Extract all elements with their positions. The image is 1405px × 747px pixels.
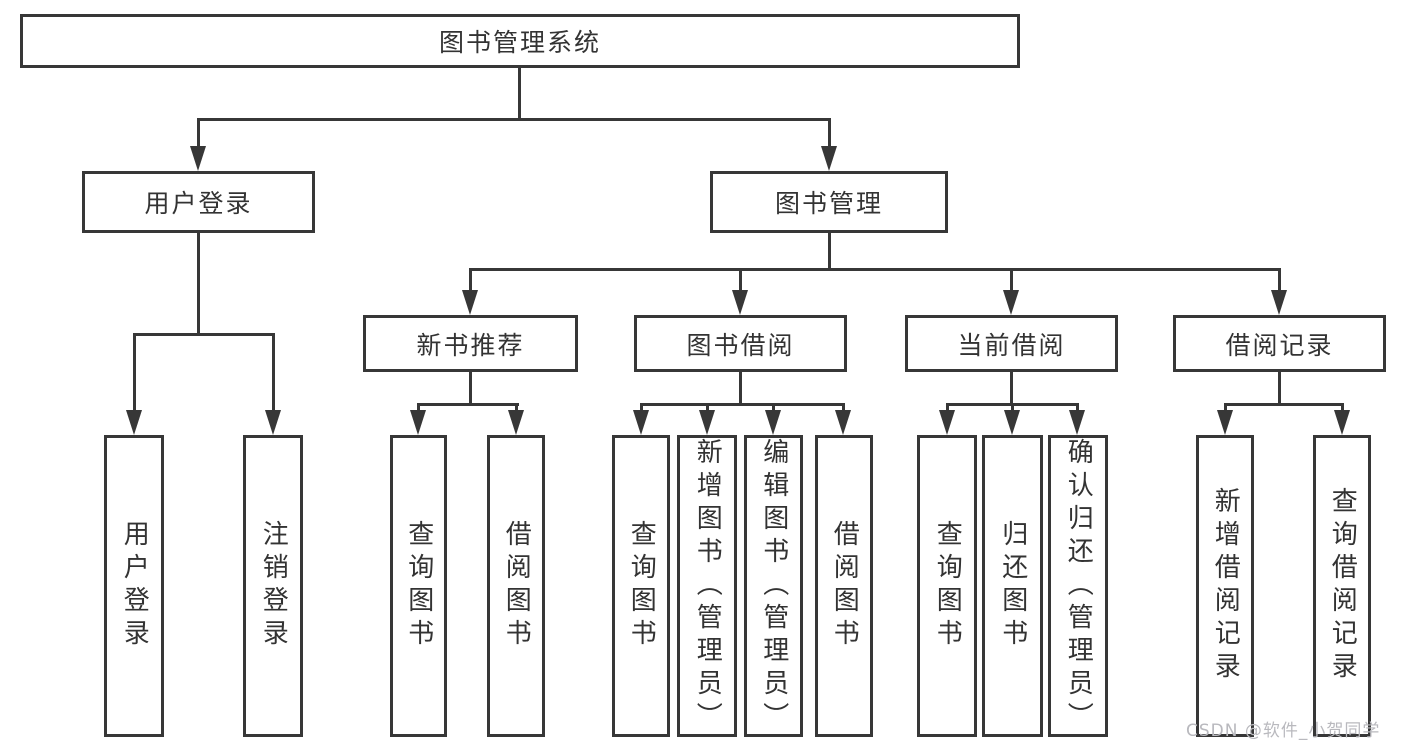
node-label: 查询图书	[626, 520, 657, 652]
leaf-borrow-books-borrowing: 借阅图书	[815, 435, 873, 737]
arrow-down-icon	[126, 410, 142, 435]
arrow-down-icon	[1334, 410, 1350, 435]
node-label: 查询图书	[932, 520, 963, 652]
arrow-down-icon	[765, 410, 781, 435]
connector-line	[515, 406, 518, 412]
node-current-borrowing: 当前借阅	[905, 315, 1118, 372]
connector-line	[739, 372, 742, 406]
csdn-watermark: CSDN @软件_小贺同学	[1186, 721, 1381, 741]
leaf-add-books-admin: 新增图书（管理员）	[677, 435, 737, 737]
connector-line	[842, 406, 845, 412]
node-book-borrowing: 图书借阅	[634, 315, 847, 372]
connector-line	[1011, 406, 1014, 412]
leaf-logout: 注销登录	[243, 435, 303, 737]
connector-line	[197, 121, 200, 149]
connector-line	[640, 403, 845, 406]
node-label: 图书管理系统	[438, 28, 601, 57]
node-label: 归还图书	[997, 520, 1028, 652]
connector-line	[828, 233, 831, 271]
connector-line	[739, 271, 742, 292]
arrow-down-icon	[633, 410, 649, 435]
node-book-management: 图书管理	[710, 171, 948, 233]
arrow-down-icon	[1003, 290, 1019, 315]
connector-line	[706, 406, 709, 412]
leaf-query-books-borrowing: 查询图书	[612, 435, 670, 737]
arrow-down-icon	[265, 410, 281, 435]
arrow-down-icon	[1271, 290, 1287, 315]
connector-line	[772, 406, 775, 412]
arrow-down-icon	[1004, 410, 1020, 435]
connector-line	[1224, 406, 1227, 412]
connector-line	[1278, 271, 1281, 292]
connector-line	[469, 271, 472, 292]
arrow-down-icon	[410, 410, 426, 435]
node-label: 借阅记录	[1225, 330, 1334, 360]
node-label: 新增借阅记录	[1210, 487, 1241, 685]
arrow-down-icon	[1069, 410, 1085, 435]
leaf-query-books-current: 查询图书	[917, 435, 977, 737]
connector-line	[518, 68, 521, 121]
node-label: 新书推荐	[416, 330, 525, 360]
connector-line	[469, 372, 472, 406]
node-new-book-recommend: 新书推荐	[363, 315, 578, 372]
leaf-borrow-books-recommend: 借阅图书	[487, 435, 545, 737]
connector-line	[197, 233, 200, 336]
arrow-down-icon	[190, 146, 206, 171]
connector-line	[1224, 403, 1344, 406]
connector-line	[197, 118, 831, 121]
node-label: 新增图书（管理员）	[692, 438, 723, 735]
connector-line	[1341, 406, 1344, 412]
node-label: 确认归还（管理员）	[1063, 438, 1094, 735]
node-label: 图书借阅	[686, 330, 795, 360]
connector-line	[1010, 372, 1013, 406]
leaf-user-login: 用户登录	[104, 435, 164, 737]
node-label: 用户登录	[119, 520, 150, 652]
leaf-return-books: 归还图书	[982, 435, 1043, 737]
leaf-add-borrow-record: 新增借阅记录	[1196, 435, 1254, 737]
node-label: 当前借阅	[957, 330, 1066, 360]
node-label: 编辑图书（管理员）	[758, 438, 789, 735]
leaf-edit-books-admin: 编辑图书（管理员）	[744, 435, 803, 737]
node-label: 查询图书	[403, 520, 434, 652]
connector-line	[469, 268, 1281, 271]
leaf-query-books-recommend: 查询图书	[390, 435, 447, 737]
connector-line	[133, 336, 136, 412]
node-label: 借阅图书	[829, 520, 860, 652]
arrow-down-icon	[699, 410, 715, 435]
arrow-down-icon	[939, 410, 955, 435]
arrow-down-icon	[732, 290, 748, 315]
connector-line	[1010, 271, 1013, 292]
arrow-down-icon	[1217, 410, 1233, 435]
connector-line	[417, 403, 519, 406]
node-borrowing-records: 借阅记录	[1173, 315, 1386, 372]
arrow-down-icon	[462, 290, 478, 315]
node-user-login: 用户登录	[82, 171, 315, 233]
connector-line	[133, 333, 275, 336]
connector-line	[1076, 406, 1079, 412]
node-label: 用户登录	[144, 189, 253, 218]
connector-line	[946, 403, 1079, 406]
node-label: 图书管理	[774, 189, 883, 218]
leaf-query-borrow-record: 查询借阅记录	[1313, 435, 1371, 737]
arrow-down-icon	[835, 410, 851, 435]
node-label: 查询借阅记录	[1327, 487, 1358, 685]
node-root-library-management-system: 图书管理系统	[20, 14, 1020, 68]
connector-line	[946, 406, 949, 412]
connector-line	[417, 406, 420, 412]
arrow-down-icon	[821, 146, 837, 171]
connector-line	[272, 336, 275, 412]
connector-line	[828, 121, 831, 149]
arrow-down-icon	[508, 410, 524, 435]
connector-line	[640, 406, 643, 412]
node-label: 借阅图书	[501, 520, 532, 652]
node-label: 注销登录	[258, 520, 289, 652]
leaf-confirm-return-admin: 确认归还（管理员）	[1048, 435, 1108, 737]
connector-line	[1278, 372, 1281, 406]
